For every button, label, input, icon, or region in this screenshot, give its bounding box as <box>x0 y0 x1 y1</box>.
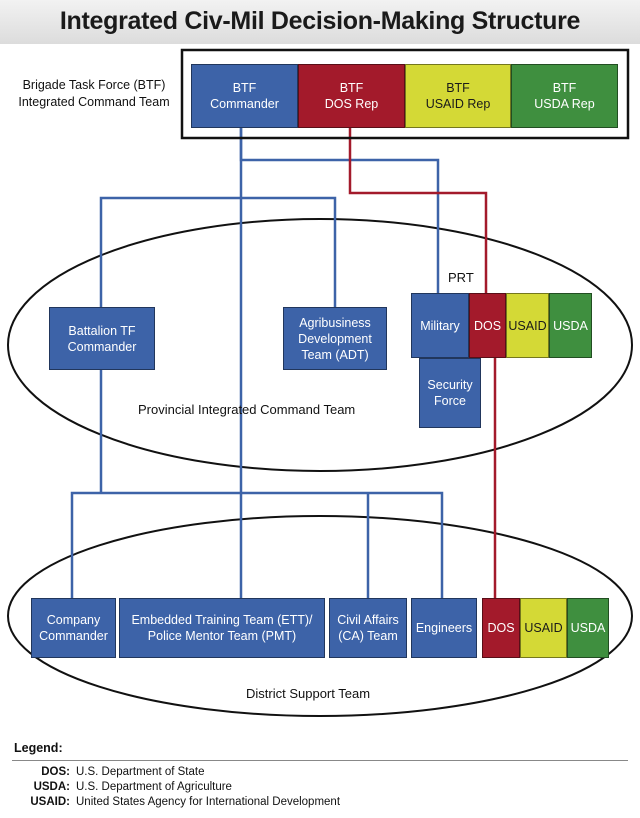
prt-usda-box: USDA <box>549 293 592 358</box>
legend-key: USDA: <box>33 781 70 793</box>
connector-to-battalion-adt <box>99 196 337 307</box>
connector-dos-red <box>348 128 497 598</box>
adt-box: Agribusiness Development Team (ADT) <box>283 307 387 370</box>
btf-commander-box: BTF Commander <box>191 64 298 128</box>
btf-usaid-rep-box: BTF USAID Rep <box>405 64 511 128</box>
btf-group-label: Brigade Task Force (BTF) Integrated Comm… <box>18 78 170 109</box>
engineers-box: Engineers <box>411 598 477 658</box>
district-usda-box: USDA <box>567 598 609 658</box>
legend-heading: Legend: <box>14 741 63 755</box>
legend-value: U.S. Department of Agriculture <box>76 781 232 793</box>
btf-usda-rep-box: BTF USDA Rep <box>511 64 618 128</box>
prt-usaid-box: USAID <box>506 293 549 358</box>
civil-affairs-box: Civil Affairs (CA) Team <box>329 598 407 658</box>
provincial-ellipse <box>7 218 633 472</box>
prt-dos-box: DOS <box>469 293 506 358</box>
page-title: Integrated Civ-Mil Decision-Making Struc… <box>0 0 640 44</box>
prt-label: PRT <box>448 270 474 285</box>
legend-key: USAID: <box>30 796 70 808</box>
district-ellipse <box>7 515 633 717</box>
legend-item-usda: USDA: U.S. Department of Agriculture <box>0 781 640 796</box>
connector-commander-to-prt <box>239 128 440 293</box>
btf-team-frame <box>180 48 630 140</box>
district-dos-box: DOS <box>482 598 520 658</box>
provincial-team-label: Provincial Integrated Command Team <box>138 402 356 417</box>
legend-value: United States Agency for International D… <box>76 796 341 808</box>
legend-item-dos: DOS: U.S. Department of State <box>0 766 640 781</box>
legend-key: DOS: <box>41 766 70 778</box>
ett-pmt-box: Embedded Training Team (ETT)/ Police Men… <box>119 598 325 658</box>
district-team-label: District Support Team <box>246 686 371 701</box>
district-usaid-box: USAID <box>520 598 567 658</box>
legend-item-usaid: USAID: United States Agency for Internat… <box>0 796 640 811</box>
prt-military-box: Military <box>411 293 469 358</box>
battalion-tf-commander-box: Battalion TF Commander <box>49 307 155 370</box>
company-commander-box: Company Commander <box>31 598 116 658</box>
connector-battalion-to-district <box>70 370 444 598</box>
security-force-box: Security Force <box>419 358 481 428</box>
btf-dos-rep-box: BTF DOS Rep <box>298 64 405 128</box>
legend-divider <box>12 760 628 761</box>
legend-value: U.S. Department of State <box>76 766 205 778</box>
